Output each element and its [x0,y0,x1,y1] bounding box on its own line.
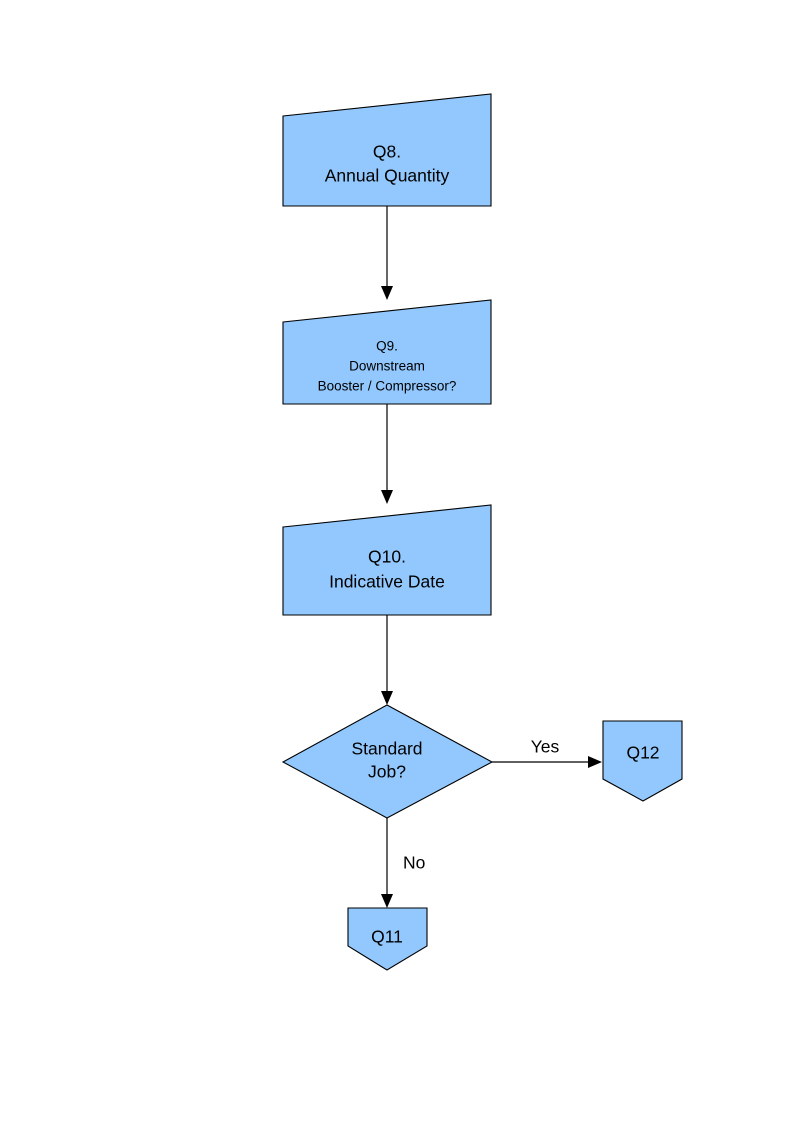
edge-label-no: No [403,853,425,873]
q9-label-line1: Q9. [376,339,398,354]
q12-label: Q12 [626,743,659,763]
edge-q8-to-q9 [381,206,393,300]
edge-decision-to-q11-arrowhead [381,894,393,908]
node-q12[interactable]: Q12 [602,720,683,802]
edge-decision-to-q12: Yes [492,737,602,768]
decision-label-line1: Standard [351,739,422,759]
edge-label-yes: Yes [531,737,560,757]
q10-label-line1: Q10. [368,547,406,567]
edge-decision-to-q11: No [381,818,425,908]
edge-q8-to-q9-arrowhead [381,286,393,300]
q8-label-line2: Annual Quantity [325,166,450,186]
edge-decision-to-q12-arrowhead [588,756,602,768]
q9-label-line2: Downstream [349,359,425,374]
node-q8[interactable]: Q8. Annual Quantity [282,93,492,207]
q9-shape[interactable] [282,299,492,405]
decision-label-line2: Job? [368,762,406,782]
q8-label-line1: Q8. [373,142,401,162]
q12-shape[interactable] [602,720,683,802]
edge-q10-to-decision-arrowhead [381,691,393,705]
q10-shape[interactable] [282,504,492,616]
q10-label-line2: Indicative Date [329,572,445,592]
node-standard-job-decision[interactable]: Standard Job? [281,704,494,819]
node-q9[interactable]: Q9. Downstream Booster / Compressor? [282,299,492,405]
q9-label-line3: Booster / Compressor? [318,379,457,394]
edge-q10-to-decision [381,615,393,705]
q11-label: Q11 [371,927,403,947]
edge-q9-to-q10-arrowhead [381,490,393,504]
edge-q9-to-q10 [381,404,393,504]
node-q11[interactable]: Q11 [347,907,428,971]
q11-shape[interactable] [347,907,428,971]
node-q10[interactable]: Q10. Indicative Date [282,504,492,616]
q8-shape[interactable] [282,93,492,207]
